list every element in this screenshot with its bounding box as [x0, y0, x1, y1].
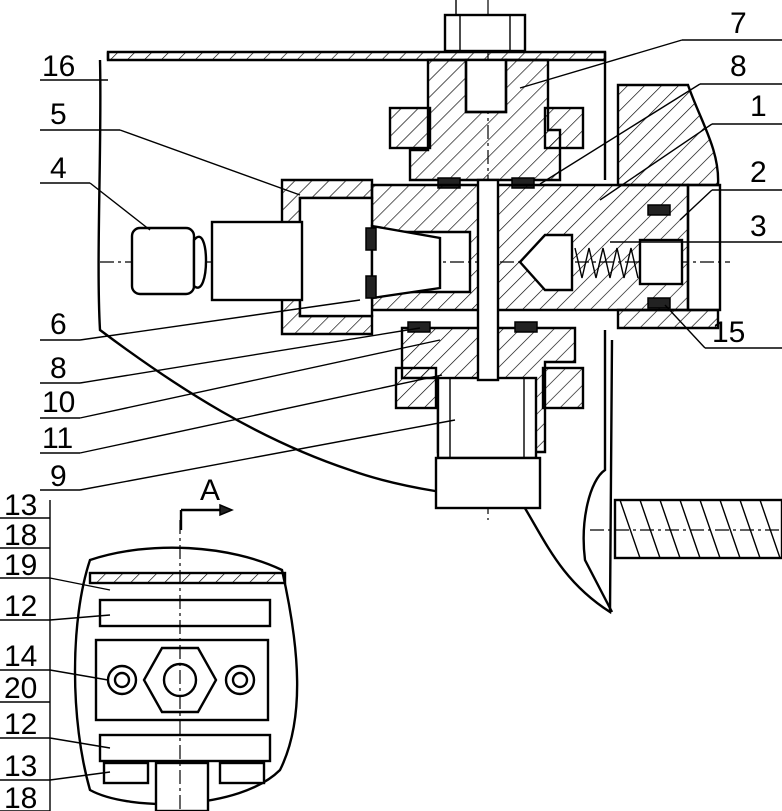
callout-9: 9 — [50, 460, 67, 493]
callout-13-lower: 13 — [4, 750, 37, 783]
callout-16: 16 — [42, 50, 75, 83]
callout-10: 10 — [42, 386, 75, 419]
callout-1: 1 — [750, 90, 767, 123]
callout-12-upper: 12 — [4, 590, 37, 623]
callout-6: 6 — [50, 308, 67, 341]
callout-11: 11 — [42, 422, 73, 455]
callout-15: 15 — [712, 316, 745, 349]
section-a-label: A — [200, 474, 220, 507]
upper-body — [388, 52, 607, 189]
detail-a-view — [73, 520, 299, 811]
callout-19: 19 — [4, 549, 37, 582]
leader-lines — [0, 39, 782, 811]
part-16-outline — [97, 59, 614, 615]
callout-8-upper: 8 — [730, 50, 747, 83]
right-wall — [616, 83, 722, 330]
top-bolt — [443, 0, 527, 114]
lower-body — [394, 321, 585, 510]
callout-13-upper: 13 — [4, 489, 37, 522]
callout-labels: 7 8 16 1 5 4 2 3 6 15 8 10 11 9 13 18 19… — [4, 7, 767, 811]
callout-4: 4 — [50, 152, 67, 185]
callout-14: 14 — [4, 640, 37, 673]
bracket-and-rod — [582, 330, 782, 613]
callout-8-lower: 8 — [50, 352, 67, 385]
callout-18-lower: 18 — [4, 782, 37, 811]
section-a-marker — [179, 503, 234, 530]
callout-7: 7 — [730, 7, 747, 40]
callout-3: 3 — [750, 210, 767, 243]
callout-5: 5 — [50, 98, 67, 131]
callout-20: 20 — [4, 672, 37, 705]
callout-12-lower: 12 — [4, 708, 37, 741]
left-fitting — [130, 178, 442, 336]
callout-2: 2 — [750, 156, 767, 189]
callout-18-upper: 18 — [4, 519, 37, 552]
stem — [476, 178, 500, 382]
valve-body — [370, 183, 690, 312]
